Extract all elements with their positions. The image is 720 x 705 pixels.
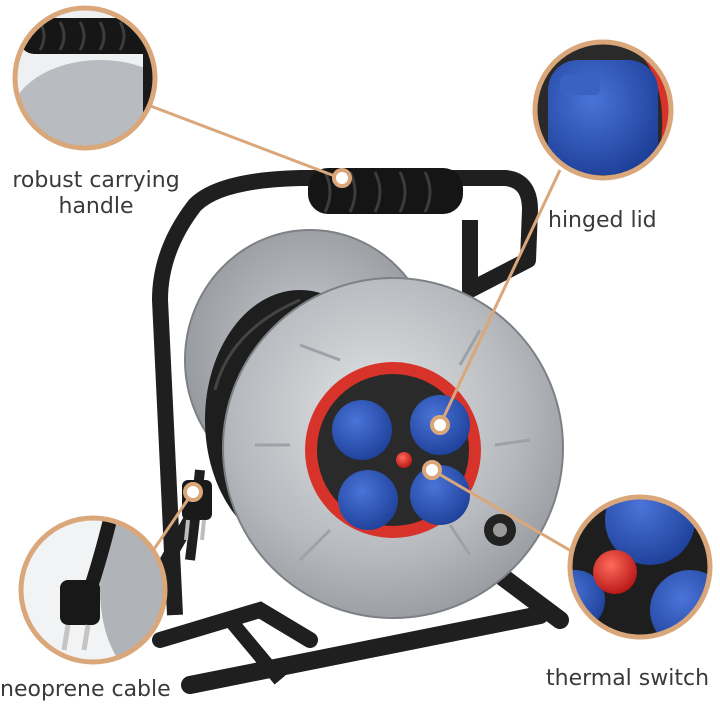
label-neoprene-cable: neoprene cable [0, 677, 171, 702]
label-handle-line2: handle [58, 194, 134, 219]
label-handle-line1: robust carrying [12, 168, 180, 193]
label-robust-carrying-handle: robust carrying handle [6, 168, 186, 220]
label-hinged-lid: hinged lid [548, 208, 657, 233]
callout-dots [183, 168, 450, 502]
zoom-neoprene-cable [18, 515, 168, 665]
zoom-hinged-lid [532, 39, 674, 181]
socket-bottom-left [338, 470, 398, 530]
zoom-handle [12, 5, 158, 151]
label-thermal-switch: thermal switch [546, 666, 710, 691]
steel-frame [143, 170, 569, 694]
socket-top-left [332, 400, 392, 460]
callout-lines [147, 103, 579, 557]
socket-bottom-right [410, 465, 470, 525]
drum-ribs [255, 329, 531, 562]
thermal-switch-button [396, 452, 412, 468]
zoom-thermal-switch [567, 494, 713, 640]
